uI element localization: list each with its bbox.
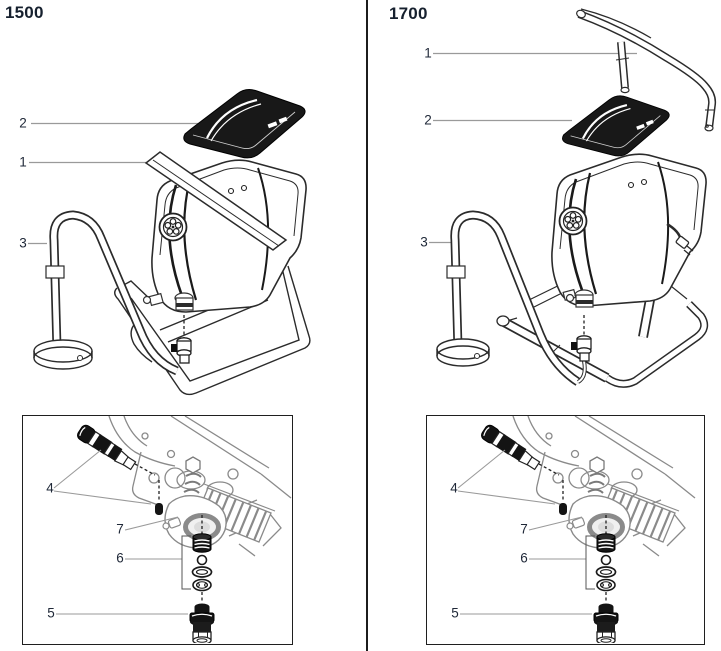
panel-divider	[366, 0, 368, 651]
callout-detail2-4: 4	[450, 480, 458, 496]
suction-tube-1500	[33, 210, 179, 376]
callout-detail2-7: 7	[520, 521, 528, 537]
callout-detail1-7: 7	[116, 521, 124, 537]
callout-detail2-6: 6	[520, 550, 528, 566]
callout-1500-3: 3	[19, 235, 27, 251]
detail-box-1500: 4 7 6 5	[22, 415, 293, 645]
pump-detail-1500	[23, 416, 294, 643]
callout-1700-2: 2	[424, 112, 432, 128]
pump-inlet-1700	[562, 288, 594, 362]
sprayer-1500-illustration	[28, 89, 311, 396]
callout-detail2-5: 5	[451, 605, 459, 621]
model-title-1700: 1700	[389, 4, 428, 23]
pump-detail-1700	[427, 416, 698, 643]
callout-1700-3: 3	[420, 234, 428, 250]
callout-detail1-4: 4	[46, 480, 54, 496]
cart-handle	[576, 8, 717, 132]
sprayer-body-1700	[551, 153, 707, 307]
power-cord	[666, 222, 694, 256]
sprayer-1700-illustration	[429, 8, 717, 388]
callout-detail1-5: 5	[47, 605, 55, 621]
callout-1500-2: 2	[19, 115, 27, 131]
lid-1500	[183, 89, 306, 159]
suction-tube-1700	[436, 210, 587, 386]
callout-detail1-6: 6	[116, 550, 124, 566]
model-title-1500: 1500	[5, 3, 44, 22]
leader-lines-1700	[429, 52, 637, 244]
sprayer-body-1500	[151, 159, 307, 313]
handle-1500	[144, 151, 288, 251]
leader-lines-1500	[28, 122, 199, 245]
callout-1500-1: 1	[19, 154, 27, 170]
pump-inlet-1500	[142, 292, 194, 364]
detail-box-1700: 4 7 6 5	[426, 415, 705, 645]
callout-1700-1: 1	[424, 45, 432, 61]
lid-1700	[562, 95, 670, 157]
